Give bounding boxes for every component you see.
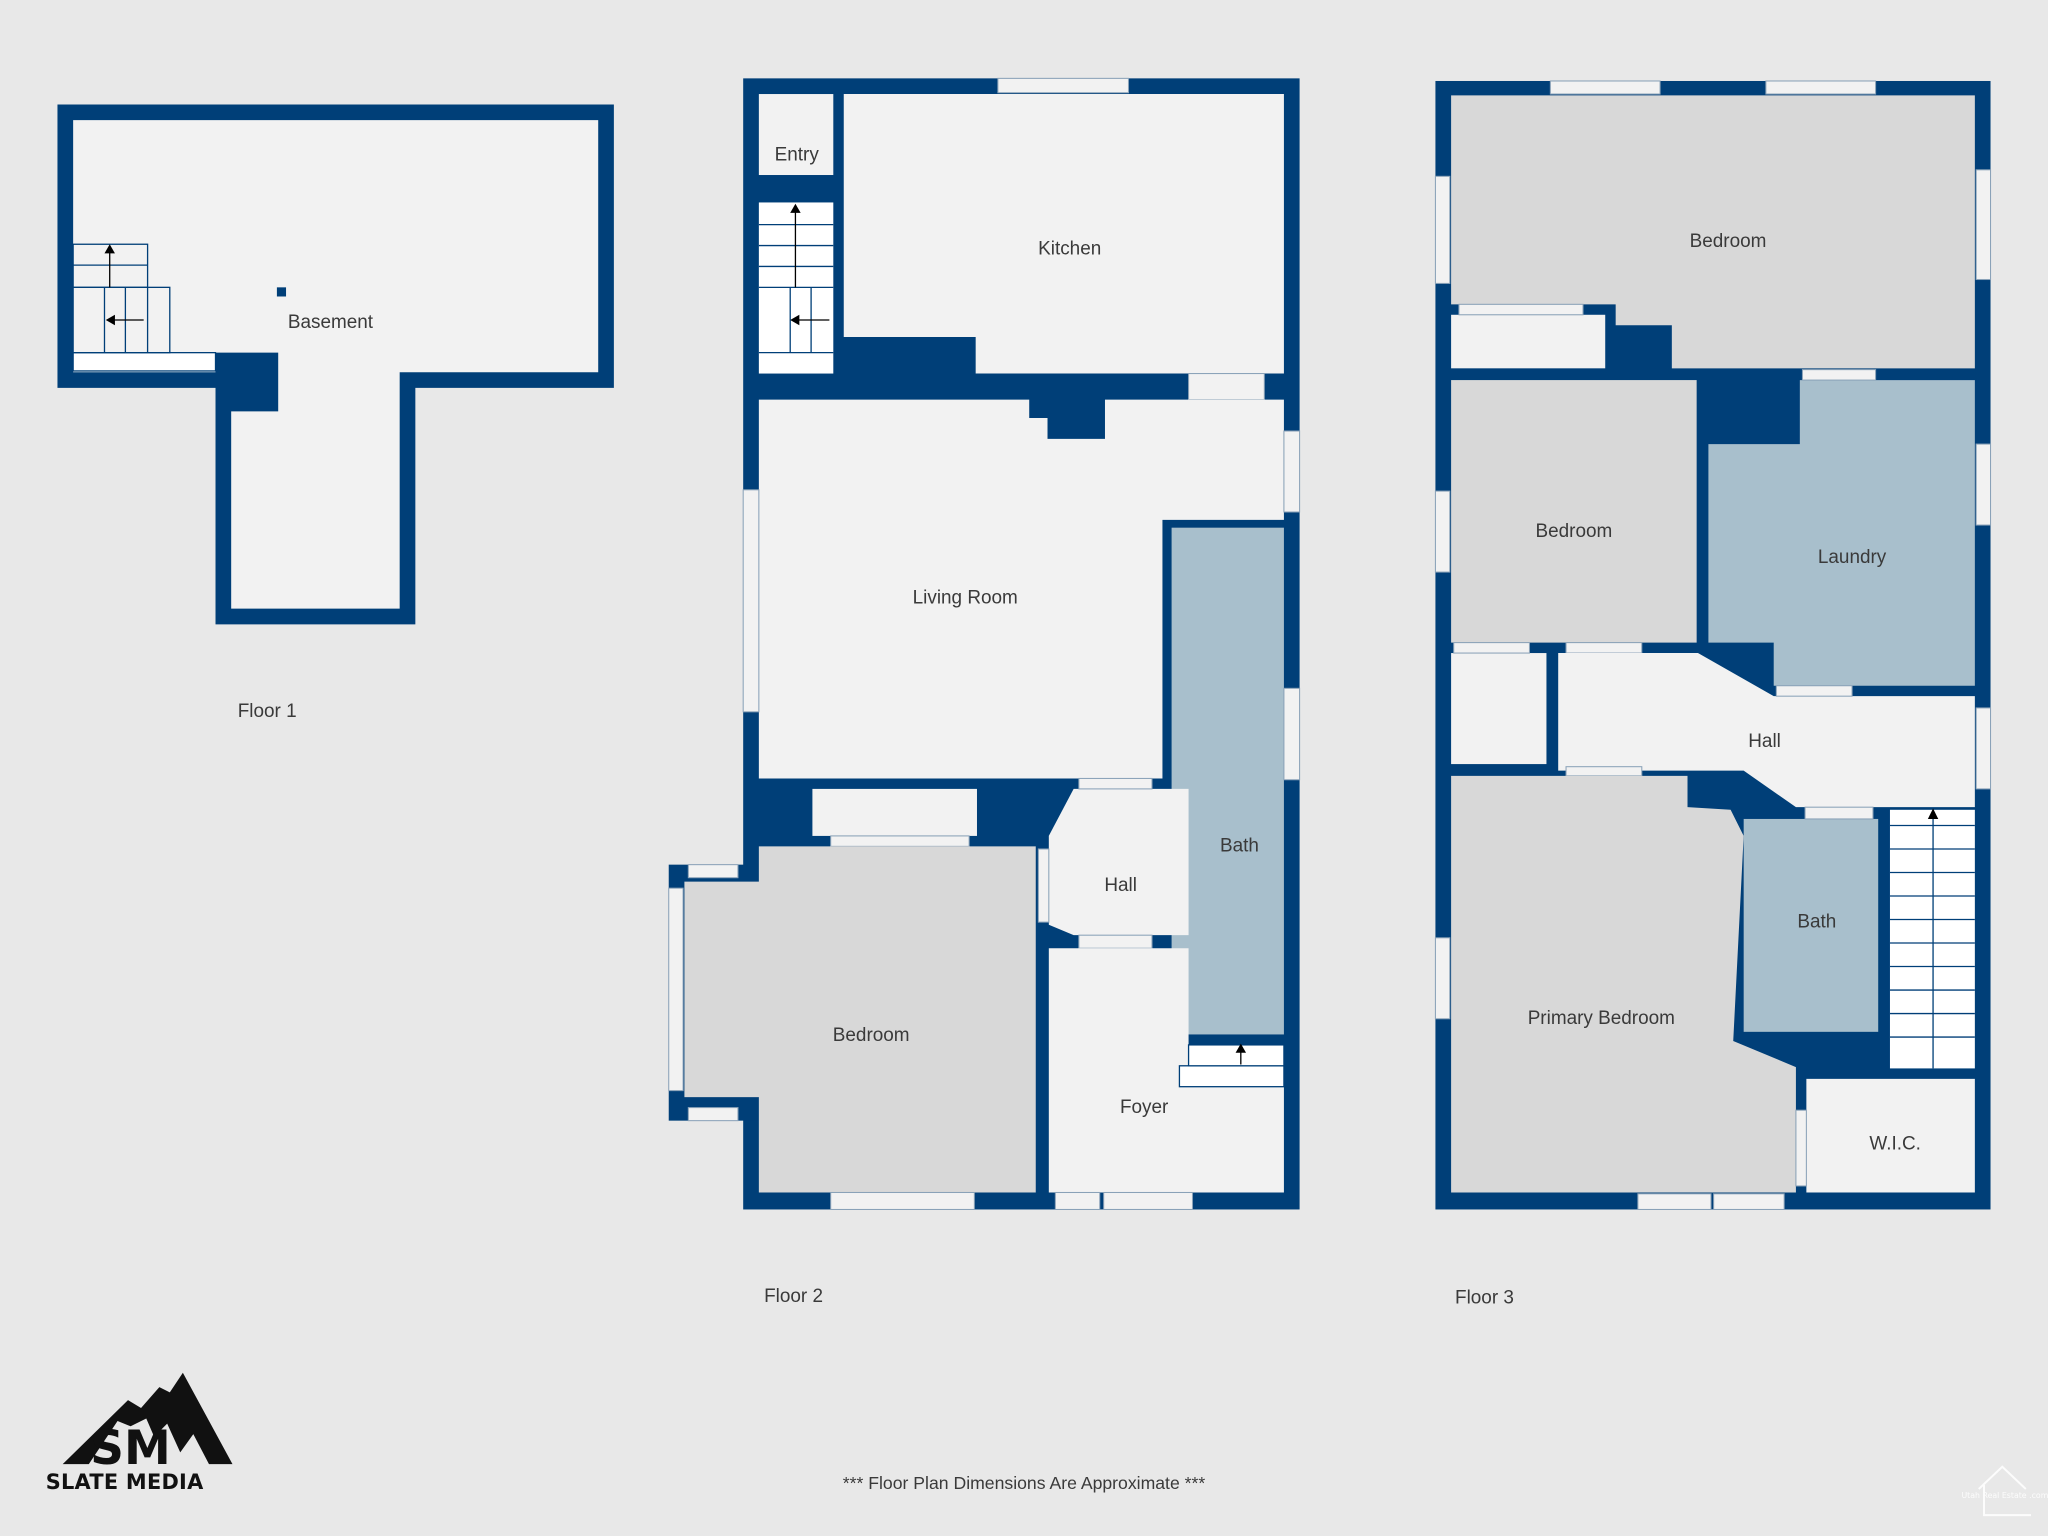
room-label-entry: Entry	[775, 145, 820, 166]
room-label-kitchen: Kitchen	[1038, 239, 1101, 260]
slate-media-logo: SM SLATE MEDIA	[46, 1372, 233, 1494]
room-label-basement: Basement	[288, 312, 374, 333]
dimensions-disclaimer: *** Floor Plan Dimensions Are Approximat…	[843, 1473, 1206, 1493]
room-label-bedroom-middle: Bedroom	[1535, 521, 1612, 542]
floor-2-entry-stairs	[758, 203, 834, 354]
logo-text: SLATE MEDIA	[46, 1470, 204, 1494]
room-label-primary-bedroom: Primary Bedroom	[1528, 1008, 1675, 1029]
basement-stairs	[72, 243, 171, 354]
room-label-bath: Bath	[1797, 911, 1836, 932]
room-label-living-room: Living Room	[913, 587, 1018, 608]
room-label-laundry: Laundry	[1818, 547, 1887, 568]
floor-2-plan: Entry Kitchen Living Room Bath Hall Bedr…	[668, 77, 1301, 1307]
floor-3-stairs	[1889, 808, 1975, 1069]
room-label-hall: Hall	[1748, 731, 1781, 752]
logo-monogram: SM	[90, 1421, 171, 1476]
room-label-bedroom-top: Bedroom	[1690, 231, 1767, 252]
room-label-bath: Bath	[1220, 836, 1259, 857]
room-label-foyer: Foyer	[1120, 1097, 1168, 1118]
floor-2-label: Floor 2	[764, 1286, 823, 1307]
watermark-text: Utah Real Estate .com	[1961, 1491, 2048, 1500]
room-label-hall: Hall	[1104, 875, 1137, 896]
room-label-bedroom: Bedroom	[833, 1025, 910, 1046]
utah-real-estate-watermark: Utah Real Estate .com	[1961, 1465, 2048, 1517]
floor-3-plan: Bedroom Bedroom Laundry Hall Bath Primar…	[1434, 80, 1992, 1309]
floor-1-plan: Basement Floor 1	[57, 104, 614, 722]
floor-1-label: Floor 1	[238, 701, 297, 722]
floor-3-label: Floor 3	[1455, 1288, 1514, 1309]
room-label-wic: W.I.C.	[1869, 1133, 1921, 1154]
